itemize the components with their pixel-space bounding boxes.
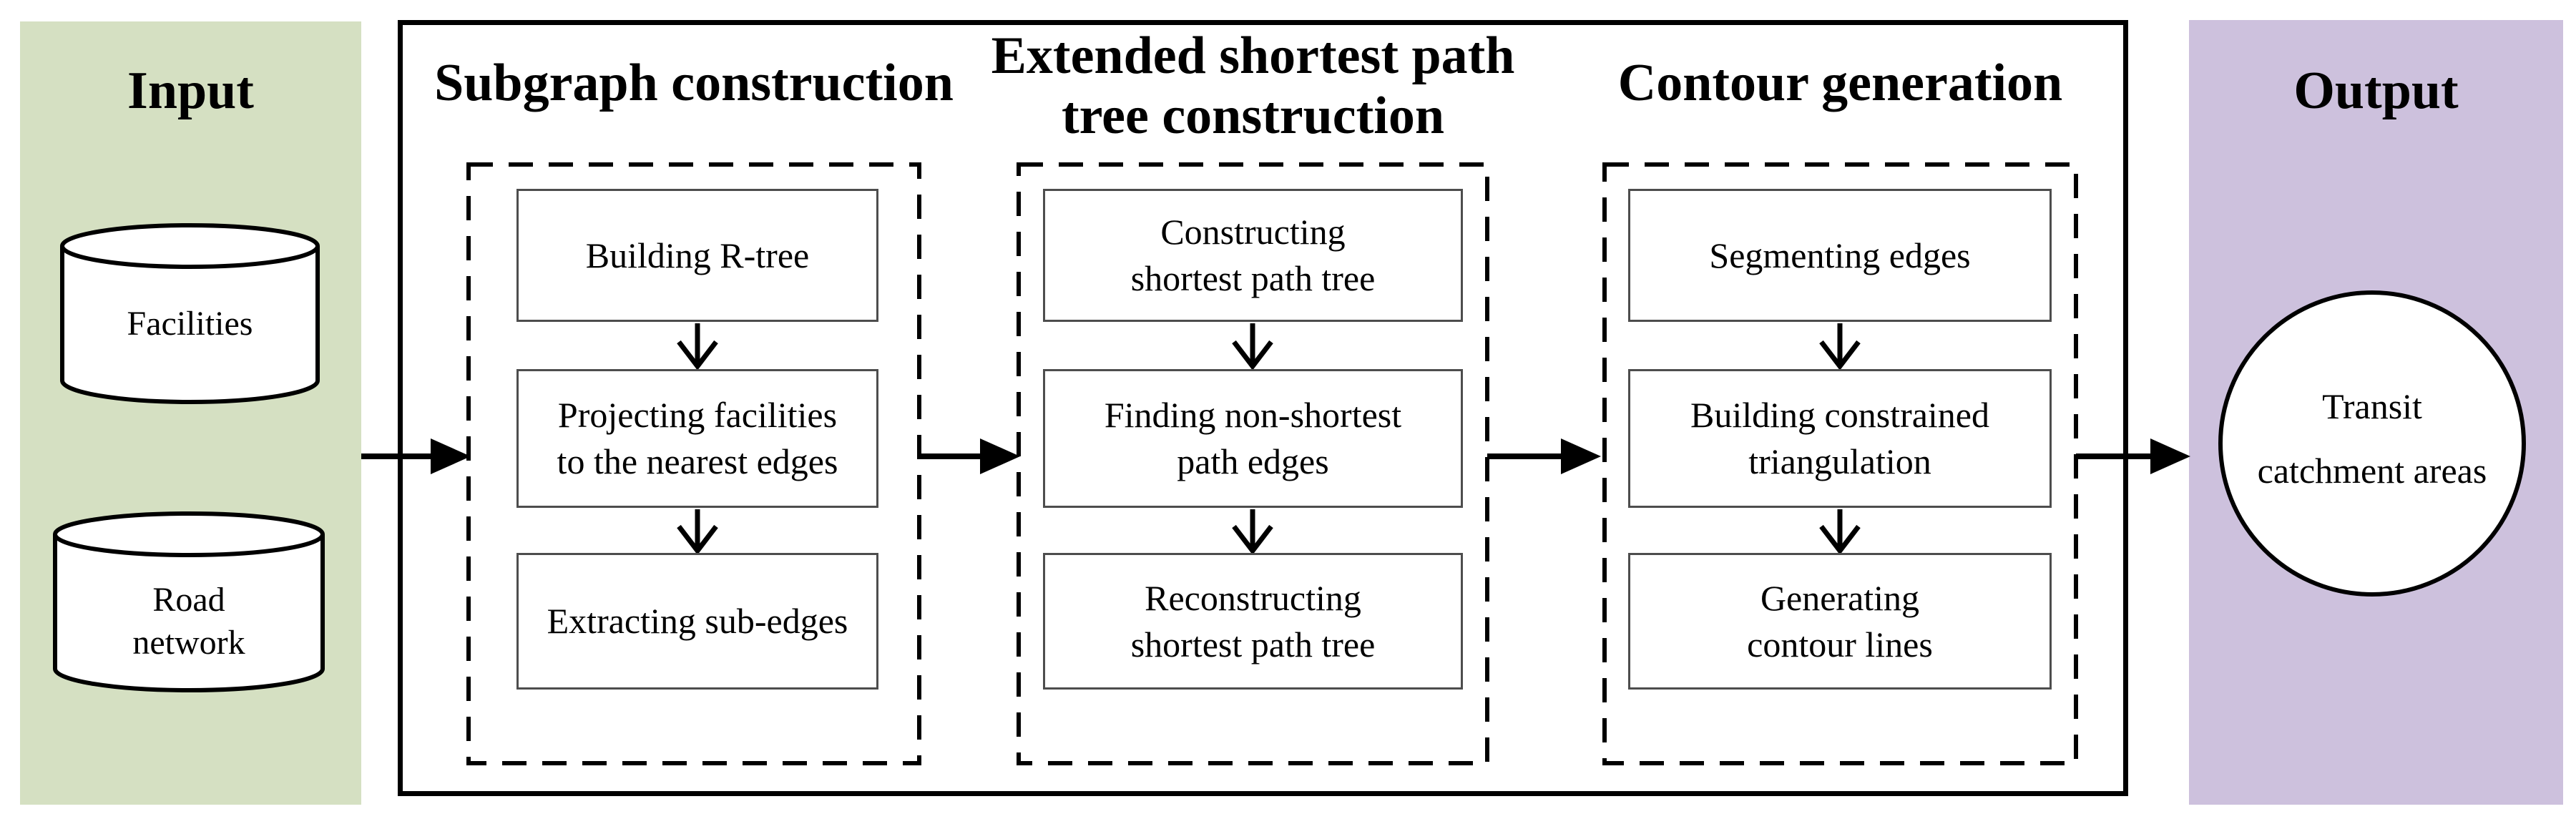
database-cylinder-icon	[60, 223, 320, 404]
step-generating-contour-lines: Generating contour lines	[1628, 553, 2052, 690]
stage-1-title: Subgraph construction	[434, 54, 954, 112]
arrow-stage3-to-output	[2076, 438, 2190, 474]
database-cylinder-icon	[53, 511, 325, 692]
transit-catchment-label: Transit catchment areas	[2257, 386, 2487, 491]
result-circle-icon	[2218, 290, 2526, 597]
stage-3-title: Contour generation	[1617, 54, 2063, 112]
road-network-label: Road network	[132, 581, 245, 662]
step-reconstructing-spt: Reconstructing shortest path tree	[1043, 553, 1463, 690]
facilities-label: Facilities	[127, 305, 253, 343]
step-finding-non-shortest-edges: Finding non-shortest path edges	[1043, 369, 1463, 508]
output-title: Output	[2293, 62, 2459, 120]
arrow-stage3-step2-to-step3	[1819, 509, 1861, 555]
arrow-input-to-stage1	[361, 438, 471, 474]
input-title: Input	[127, 62, 254, 120]
stage-2-dashed-boundary	[1017, 162, 1489, 765]
road-network-datastore: Road network	[52, 511, 325, 692]
transit-catchment-result: Transit catchment areas	[2218, 290, 2527, 597]
step-building-r-tree: Building R-tree	[516, 189, 878, 322]
arrow-stage1-to-stage2	[919, 438, 1020, 474]
arrow-stage2-step1-to-step2	[1232, 323, 1273, 371]
stage-2-title: Extended shortest path tree construction	[991, 26, 1515, 146]
step-building-constrained-triangulation: Building constrained triangulation	[1628, 369, 2052, 508]
arrow-stage1-step1-to-step2	[677, 323, 718, 371]
arrow-stage1-step2-to-step3	[677, 509, 718, 555]
arrow-stage3-step1-to-step2	[1819, 323, 1861, 371]
step-segmenting-edges: Segmenting edges	[1628, 189, 2052, 322]
arrow-stage2-step2-to-step3	[1232, 509, 1273, 555]
facilities-datastore: Facilities	[59, 222, 320, 404]
process-boundary-box	[398, 20, 2128, 796]
stage-3-dashed-boundary	[1602, 162, 2078, 765]
arrow-stage2-to-stage3	[1487, 438, 1601, 474]
step-projecting-facilities: Projecting facilities to the nearest edg…	[516, 369, 878, 508]
step-extracting-sub-edges: Extracting sub-edges	[516, 553, 878, 690]
step-constructing-spt: Constructing shortest path tree	[1043, 189, 1463, 322]
